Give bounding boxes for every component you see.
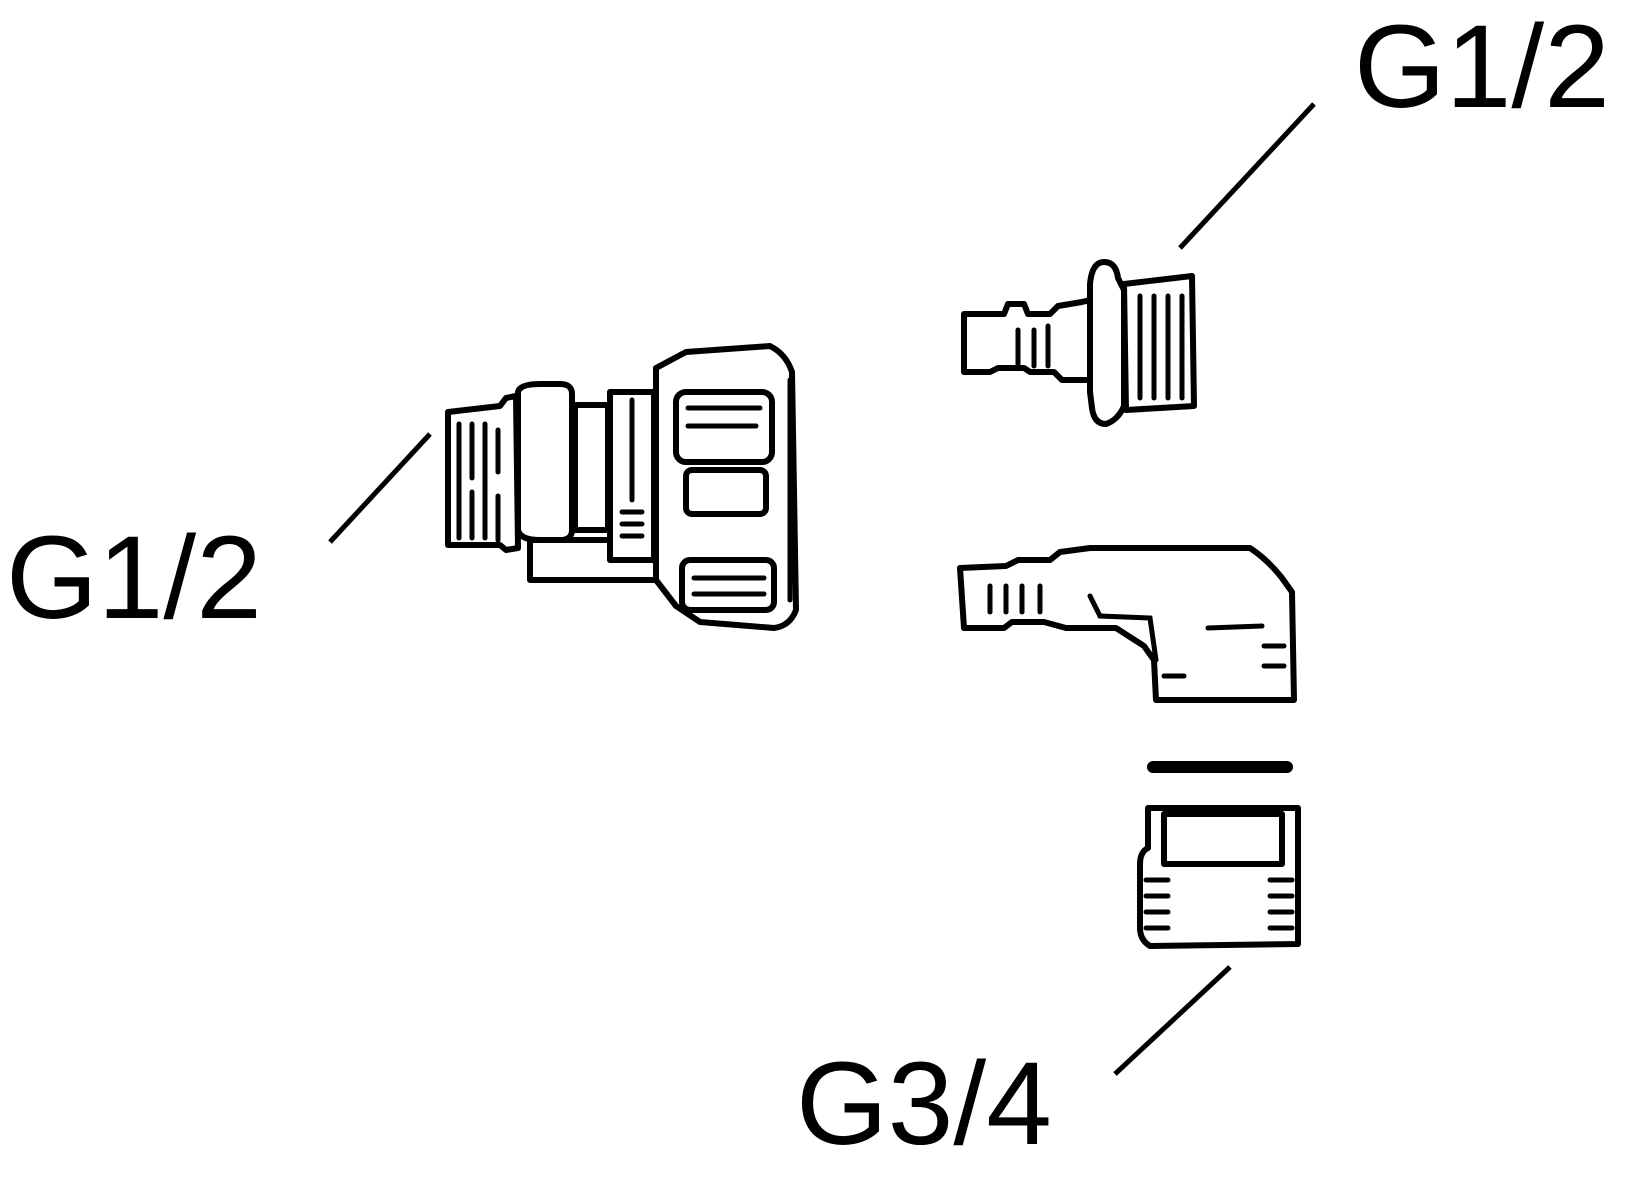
elbow-barb-seam (1205, 623, 1265, 631)
leader-top-right-nipple (1178, 102, 1316, 250)
union-valve-fitting (445, 343, 799, 631)
threaded-nut (1137, 805, 1301, 949)
callout-left-fitting: G1/2 (6, 512, 262, 644)
leader-left-fitting (328, 432, 432, 544)
threaded-nut-threads-right (1267, 877, 1295, 931)
left-collar (515, 381, 575, 543)
hose-nipple (961, 259, 1197, 427)
sealing-washer (1147, 761, 1293, 773)
union-nut-flats (673, 389, 777, 613)
hose-nipple-threads (1137, 293, 1185, 401)
hose-nipple-barb (961, 297, 1093, 383)
threaded-nut-top (1161, 811, 1285, 867)
elbow-barb (957, 545, 1297, 703)
left-tail-threads (456, 421, 501, 543)
elbow-barb-teeth (1161, 643, 1287, 679)
elbow-barb-body (957, 545, 1297, 703)
hose-nipple-rings (1015, 323, 1051, 369)
hose-nipple-hex (1087, 259, 1127, 427)
elbow-barb-rings (987, 583, 1043, 615)
callout-top-right-nipple: G1/2 (1354, 1, 1610, 133)
leader-bottom-right-nut (1113, 965, 1232, 1076)
valve-body-details (619, 397, 645, 539)
threaded-nut-threads-left (1143, 877, 1171, 931)
elbow-barb-bend-line (1087, 593, 1159, 663)
left-collar-inner (572, 402, 611, 533)
callout-bottom-right-nut: G3/4 (796, 1038, 1052, 1170)
